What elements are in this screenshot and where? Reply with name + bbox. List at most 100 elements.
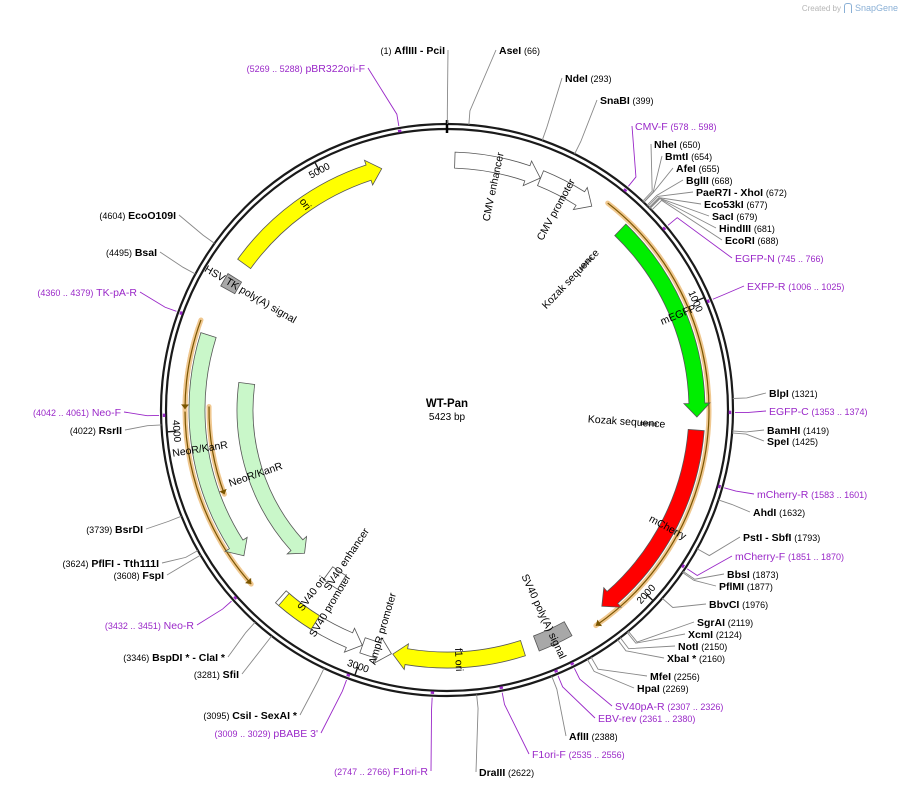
enzyme-leader — [161, 550, 199, 564]
backbone — [159, 120, 735, 698]
primer-label: mCherry-F (1851 .. 1870) — [735, 551, 844, 563]
enzyme-name: BlpI — [769, 388, 789, 400]
primer-leader — [667, 217, 733, 259]
enzyme-name: SfiI — [223, 669, 239, 681]
enzyme-leader — [178, 214, 215, 244]
enzyme-name: RsrII — [99, 425, 122, 437]
feature-cmv-promoter — [537, 170, 593, 211]
enzyme-name: EcoO109I — [128, 210, 176, 222]
orf-arrowhead — [219, 488, 227, 495]
primer-name: pBR322ori-F — [305, 63, 365, 75]
enzyme-name: AhdI — [753, 507, 776, 519]
primer-name: F1ori-R — [393, 766, 428, 778]
enzyme-name: NdeI — [565, 73, 588, 85]
enzyme-name: AflII — [569, 731, 589, 743]
orf-arc-core — [184, 319, 202, 410]
primer-name: mCherry-R — [757, 489, 809, 501]
feature-neor-1 — [236, 381, 308, 555]
primer-range: (3432 .. 3451) — [105, 621, 161, 631]
enzyme-label: XbaI * (2160) — [667, 653, 725, 665]
plasmid-length: 5423 bp — [429, 412, 466, 423]
primer-range: (745 .. 766) — [777, 254, 823, 264]
enzyme-leader — [241, 635, 273, 675]
enzyme-label: HpaI (2269) — [637, 683, 689, 695]
primer-name: TK-pA-R — [96, 287, 137, 299]
primer-range: (578 .. 598) — [670, 122, 716, 132]
enzyme-position: (1877) — [747, 582, 773, 592]
enzyme-name: BmtI — [665, 151, 688, 163]
enzyme-position: (4495) — [106, 248, 132, 258]
enzyme-name: Eco53kI — [704, 199, 744, 211]
tick-mark — [314, 162, 320, 171]
enzyme-leader — [590, 656, 648, 677]
enzyme-position: (293) — [591, 74, 612, 84]
primer-range: (3009 .. 3029) — [215, 729, 271, 739]
enzyme-position: (679) — [736, 212, 757, 222]
enzyme-position: (4604) — [99, 211, 125, 221]
primer-site-mark — [623, 188, 628, 193]
feature-sv40-enhancer — [322, 566, 347, 590]
enzyme-name: AseI — [499, 45, 521, 57]
primer-site-mark — [233, 595, 238, 600]
enzyme-position: (1976) — [742, 600, 768, 610]
primer-label: EGFP-C (1353 .. 1374) — [769, 406, 868, 418]
enzyme-name: MfeI — [650, 671, 671, 683]
primer-name: Neo-F — [92, 407, 121, 419]
primer-site-mark — [662, 226, 667, 231]
enzyme-label: (1) AflIII - PciI — [380, 45, 445, 57]
primer-range: (2747 .. 2766) — [334, 767, 390, 777]
enzyme-name: PflMI — [719, 581, 744, 593]
feature-megfp — [614, 223, 711, 418]
primer-name: CMV-F — [635, 121, 668, 133]
primer-label: EGFP-N (745 .. 766) — [735, 253, 823, 265]
primer-site-mark — [570, 661, 575, 666]
enzyme-position: (2150) — [701, 642, 727, 652]
enzyme-label: AfeI (655) — [676, 163, 720, 175]
feature-label: Kozak sequence — [540, 247, 602, 312]
enzyme-leader — [574, 99, 598, 155]
enzyme-leader — [551, 675, 567, 737]
enzyme-leader — [145, 515, 182, 530]
enzyme-position: (2622) — [508, 768, 534, 778]
primer-leader — [724, 487, 755, 495]
primer-leader — [367, 67, 400, 127]
enzyme-label: AhdI (1632) — [753, 507, 805, 519]
enzyme-leader — [541, 77, 563, 141]
primer-range: (1006 .. 1025) — [788, 282, 844, 292]
primer-range: (1851 .. 1870) — [788, 552, 844, 562]
primer-name: EBV-rev — [598, 713, 637, 725]
enzyme-name: DraIII — [479, 767, 505, 779]
enzyme-leader — [617, 639, 665, 659]
tick-label: 4000 — [170, 420, 183, 443]
enzyme-name: SgrAI — [697, 617, 725, 629]
enzyme-leader — [682, 572, 717, 587]
enzyme-position: (677) — [746, 200, 767, 210]
enzyme-position: (2256) — [674, 672, 700, 682]
primer-leader — [734, 410, 767, 413]
primer-range: (5269 .. 5288) — [247, 64, 303, 74]
snapgene-credit: Created by SnapGene — [802, 3, 898, 13]
enzyme-leader — [732, 392, 767, 399]
enzyme-leader — [299, 668, 325, 716]
enzyme-label: Eco53kI (677) — [704, 199, 768, 211]
enzyme-position: (3624) — [63, 559, 89, 569]
plasmid-center: WT-Pan 5423 bp — [426, 398, 468, 423]
primer-leader — [196, 600, 232, 626]
enzyme-position: (1793) — [794, 533, 820, 543]
credit-brand: SnapGene — [854, 3, 898, 13]
enzyme-leader — [124, 424, 162, 431]
primer-site-mark — [717, 484, 722, 489]
orf-arcs — [181, 200, 712, 629]
enzyme-position: (1419) — [803, 426, 829, 436]
enzyme-label: XcmI (2124) — [688, 629, 742, 641]
enzyme-label: BlpI (1321) — [769, 388, 818, 400]
label-leaders — [123, 49, 767, 773]
feature-label: ori — [297, 196, 314, 212]
feature-kozak-2 — [640, 421, 658, 426]
enzyme-position: (3095) — [203, 711, 229, 721]
feature-cmv-enhancer — [454, 151, 541, 187]
enzyme-label: BbsI (1873) — [727, 569, 779, 581]
enzyme-position: (3608) — [114, 571, 140, 581]
enzyme-position: (2119) — [728, 618, 753, 628]
feature-kozak-1 — [579, 256, 593, 271]
